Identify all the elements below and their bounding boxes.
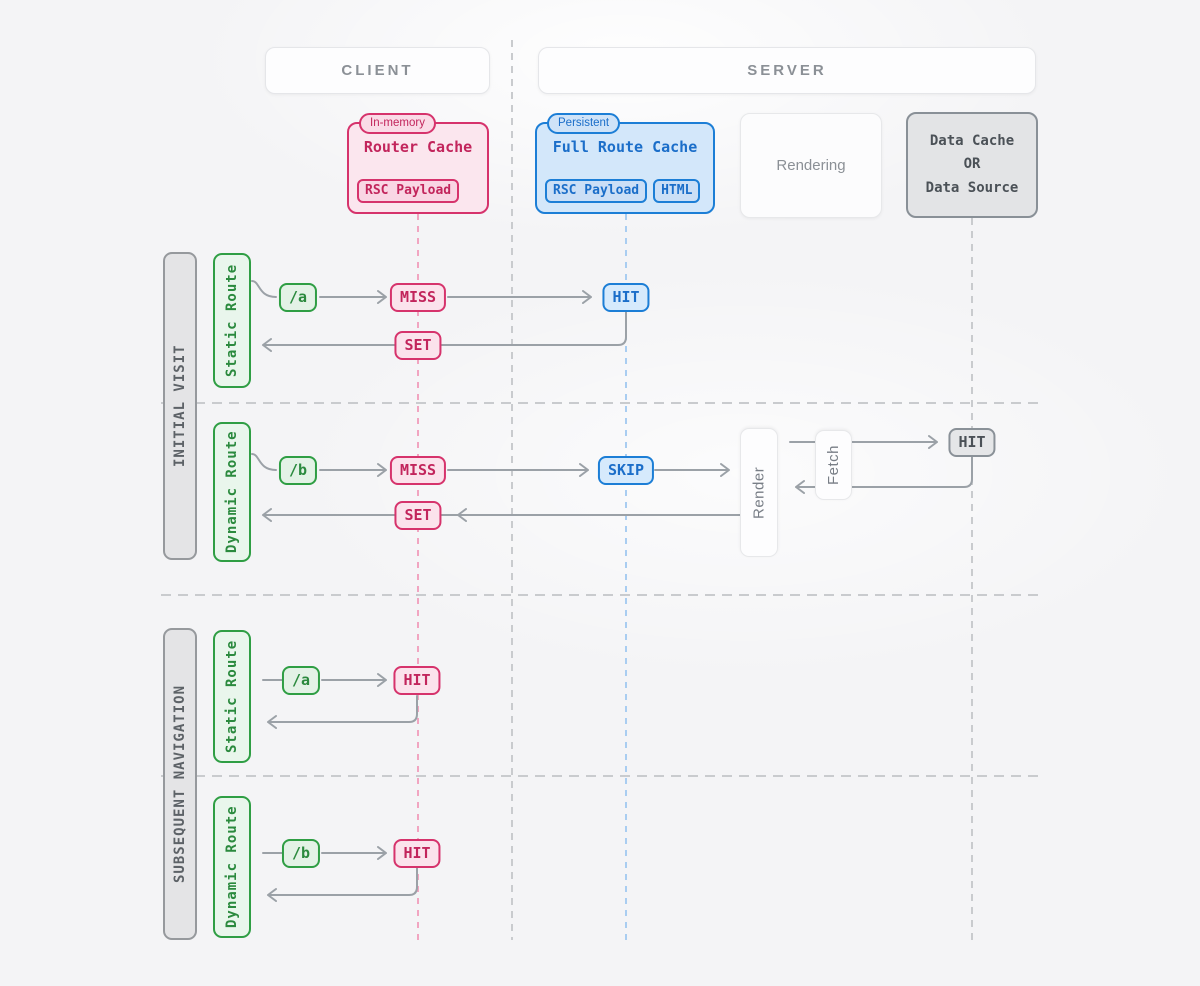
client-lane-header: CLIENT <box>265 47 490 94</box>
full-route-cache-skip-tag: SKIP <box>597 456 655 485</box>
data-cache-line1: Data Cache <box>929 133 1015 150</box>
arrow-miss-to-skip <box>447 463 589 477</box>
arrow-hit-return-dynamic <box>267 867 418 902</box>
data-cache-line3: Data Source <box>925 179 1019 196</box>
rendering-label: Rendering <box>776 157 846 174</box>
persistent-badge: Persistent <box>547 113 621 134</box>
router-cache-set-tag-dynamic: SET <box>394 501 442 530</box>
server-lane-header: SERVER <box>538 47 1036 94</box>
arrow-render-to-data-hit <box>789 435 938 449</box>
router-cache-hit-tag-dynamic: HIT <box>393 839 441 868</box>
fetch-label: Fetch <box>825 445 842 486</box>
rendering-box: Rendering <box>740 113 882 218</box>
rsc-payload-tag: RSC Payload <box>357 179 460 203</box>
flow-arrows <box>251 280 973 902</box>
router-cache-box: In-memory Router Cache RSC Payload <box>347 113 489 214</box>
arrow-skip-to-render <box>654 463 730 477</box>
route-b-tag-initial: /b <box>278 456 318 485</box>
initial-visit-label: INITIAL VISIT <box>172 344 188 468</box>
arrow-miss-to-hit <box>447 290 592 304</box>
subsequent-navigation-pill: SUBSEQUENT NAVIGATION <box>163 628 197 940</box>
static-route-label: Static Route <box>224 639 240 754</box>
arrow-entry-initial-static <box>251 280 277 298</box>
arrow-entry-initial-dynamic <box>251 453 277 471</box>
client-lane-label: CLIENT <box>341 62 414 79</box>
arrow-route-a-to-hit <box>321 673 387 687</box>
arrow-route-b-to-miss <box>319 463 387 477</box>
subsequent-navigation-label: SUBSEQUENT NAVIGATION <box>172 685 188 884</box>
static-route-label: Static Route <box>224 263 240 378</box>
server-lane-label: SERVER <box>747 62 827 79</box>
route-b-tag-subsequent: /b <box>281 839 321 868</box>
render-label: Render <box>750 466 768 519</box>
router-cache-miss-tag-static: MISS <box>389 283 447 312</box>
router-cache-title: Router Cache <box>363 138 473 156</box>
static-route-pill-subsequent: Static Route <box>213 630 251 763</box>
full-route-cache-title: Full Route Cache <box>552 138 698 156</box>
initial-visit-pill: INITIAL VISIT <box>163 252 197 560</box>
static-route-pill-initial: Static Route <box>213 253 251 388</box>
router-cache-hit-tag-static: HIT <box>393 666 441 695</box>
router-cache-miss-tag-dynamic: MISS <box>389 456 447 485</box>
arrow-hit-to-set-return <box>262 311 627 352</box>
arrow-route-b-to-hit <box>321 846 387 860</box>
dynamic-route-pill-subsequent: Dynamic Route <box>213 796 251 938</box>
dynamic-route-label: Dynamic Route <box>224 805 240 929</box>
route-a-tag-initial: /a <box>278 283 318 312</box>
router-cache-set-tag-static: SET <box>394 331 442 360</box>
rsc-payload-tag: RSC Payload <box>545 179 648 203</box>
render-pill: Render <box>740 428 778 557</box>
full-route-cache-hit-tag: HIT <box>602 283 650 312</box>
route-a-tag-subsequent: /a <box>281 666 321 695</box>
arrow-render-to-set-return <box>262 508 743 522</box>
dynamic-route-label: Dynamic Route <box>224 430 240 554</box>
data-cache-hit-tag: HIT <box>948 428 996 457</box>
arrow-route-a-to-miss <box>319 290 387 304</box>
arrow-hit-return-static <box>267 695 418 729</box>
html-tag: HTML <box>653 179 701 203</box>
dynamic-route-pill-initial: Dynamic Route <box>213 422 251 562</box>
fetch-pill: Fetch <box>815 430 852 500</box>
data-cache-line2: OR <box>963 156 981 173</box>
data-cache-box: Data Cache OR Data Source <box>906 112 1038 218</box>
full-route-cache-box: Persistent Full Route Cache RSC Payload … <box>535 113 715 214</box>
in-memory-badge: In-memory <box>359 113 436 134</box>
arrow-data-hit-to-render-return <box>795 456 973 494</box>
